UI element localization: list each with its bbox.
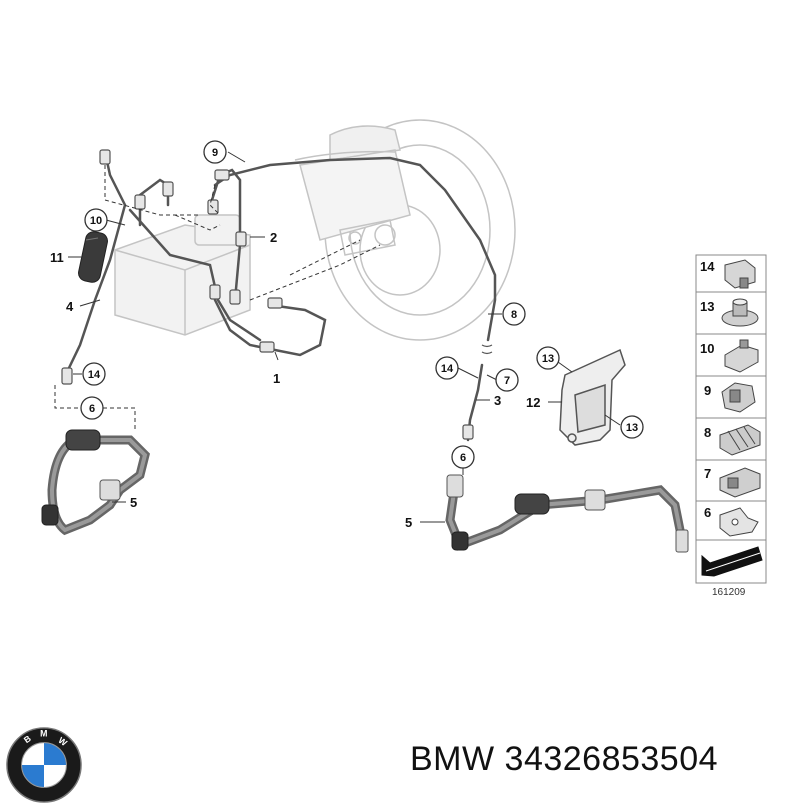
svg-text:14: 14 — [700, 259, 715, 274]
svg-text:10: 10 — [90, 215, 102, 227]
brake-hose-left — [41, 429, 150, 536]
callout-6-right: 6 — [451, 445, 475, 469]
svg-text:14: 14 — [441, 363, 454, 375]
callout-6-left: 6 — [80, 396, 104, 420]
label-leaders — [68, 151, 621, 523]
label-2: 2 — [270, 230, 277, 245]
leader-lines — [54, 165, 381, 430]
brake-booster-ghost — [294, 119, 516, 341]
svg-text:M: M — [40, 729, 47, 739]
bmw-logo: B M W — [6, 727, 82, 803]
label-1: 1 — [273, 371, 280, 386]
svg-text:14: 14 — [88, 369, 101, 381]
svg-text:9: 9 — [704, 383, 711, 398]
label-3: 3 — [494, 393, 501, 408]
svg-text:6: 6 — [704, 505, 711, 520]
label-11: 11 — [50, 250, 64, 265]
callout-8: 8 — [502, 302, 526, 326]
svg-text:10: 10 — [700, 341, 714, 356]
svg-text:6: 6 — [460, 452, 466, 464]
svg-text:13: 13 — [542, 353, 554, 365]
label-5-left: 5 — [130, 495, 137, 510]
svg-text:13: 13 — [626, 422, 638, 434]
callout-13-top: 13 — [536, 346, 560, 370]
callout-14-left: 14 — [82, 362, 106, 386]
grommet-part-11 — [78, 231, 108, 283]
parts-legend: 14 13 10 9 8 7 6 — [695, 254, 767, 584]
svg-text:6: 6 — [89, 403, 95, 415]
svg-text:8: 8 — [704, 425, 711, 440]
svg-text:7: 7 — [704, 466, 711, 481]
svg-text:13: 13 — [700, 299, 714, 314]
label-4: 4 — [66, 299, 74, 314]
label-5-right: 5 — [405, 515, 412, 530]
svg-text:B: B — [22, 733, 33, 745]
callout-13-bottom: 13 — [620, 415, 644, 439]
direction-arrow-icon — [701, 546, 763, 577]
brake-hose-right — [445, 474, 689, 553]
svg-text:9: 9 — [212, 147, 218, 159]
callout-7: 7 — [495, 368, 519, 392]
callout-9: 9 — [203, 140, 227, 164]
svg-text:8: 8 — [511, 309, 517, 321]
abs-unit-ghost — [114, 214, 251, 336]
part-number-title: BMW 34326853504 — [410, 740, 719, 778]
line-break-mark — [481, 344, 493, 355]
callout-14-right: 14 — [435, 356, 459, 380]
label-12: 12 — [526, 395, 540, 410]
bracket-part-12 — [559, 348, 626, 446]
svg-text:7: 7 — [504, 375, 510, 387]
callout-10: 10 — [84, 208, 108, 232]
illustration-code: 161209 — [712, 587, 746, 598]
